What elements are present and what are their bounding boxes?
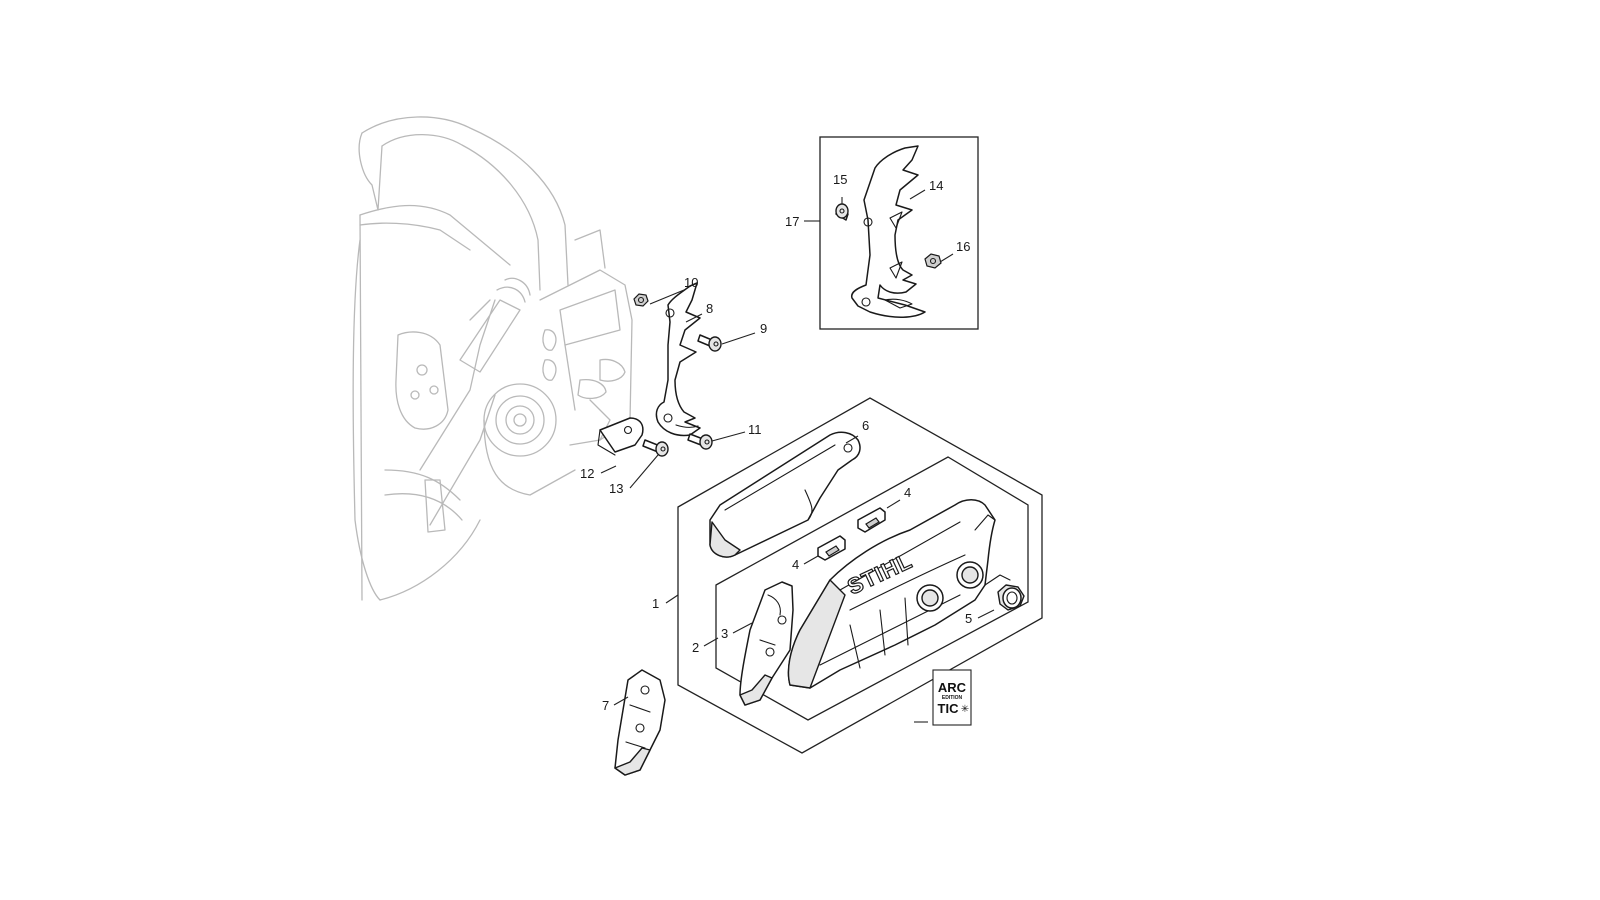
arctic-badge: ARC EDITION TIC ✳	[932, 669, 972, 726]
callout-labels: 1 2 3 4 4 5 6 7 8 9 10 11 12 13 14 15 16…	[580, 172, 972, 713]
part-6-cover-strip	[709, 431, 861, 558]
callout-17: 17	[785, 214, 799, 229]
callout-3: 3	[721, 626, 728, 641]
snowflake-icon: ✳	[961, 704, 969, 715]
callout-15: 15	[833, 172, 847, 187]
callout-1: 1	[652, 596, 659, 611]
badge-line1: ARC	[938, 680, 967, 695]
assembly-frame-1	[677, 397, 1043, 754]
part-9-screw	[697, 334, 722, 352]
leader-lines	[600, 189, 995, 723]
part-5-cover-nut	[997, 584, 1025, 611]
callout-6: 6	[862, 418, 869, 433]
part-11-screw	[687, 433, 713, 450]
part-10-nut	[633, 293, 649, 307]
callout-14: 14	[929, 178, 943, 193]
part-16-nut	[924, 253, 942, 269]
saw-body-outline	[352, 116, 633, 601]
callout-7: 7	[602, 698, 609, 713]
callout-13: 13	[609, 481, 623, 496]
badge-line2: TIC	[938, 701, 960, 716]
part-12-plate	[597, 417, 644, 456]
callout-10: 10	[684, 275, 698, 290]
inner-frame-sprocket-cover	[715, 456, 1029, 721]
callout-4b: 4	[904, 485, 911, 500]
callout-8: 8	[706, 301, 713, 316]
callout-4a: 4	[792, 557, 799, 572]
part-4-slider-left	[817, 535, 846, 561]
callout-16: 16	[956, 239, 970, 254]
part-8-bumper-spike	[655, 282, 701, 437]
part-2-3-bar-pad	[739, 581, 794, 706]
callout-11: 11	[748, 422, 762, 437]
part-14-spike-bumper	[850, 145, 926, 318]
sprocket-cover-main: STIHL	[787, 499, 1011, 689]
part-15-screw	[835, 203, 849, 221]
callout-5: 5	[965, 611, 972, 626]
part-7-bar-plate	[614, 669, 666, 776]
callout-9: 9	[760, 321, 767, 336]
callout-12: 12	[580, 466, 594, 481]
part-13-screw	[642, 439, 669, 457]
callout-2: 2	[692, 640, 699, 655]
badge-small: EDITION	[942, 695, 963, 701]
detail-box-17	[819, 136, 979, 330]
part-4-slider-top	[857, 507, 886, 533]
